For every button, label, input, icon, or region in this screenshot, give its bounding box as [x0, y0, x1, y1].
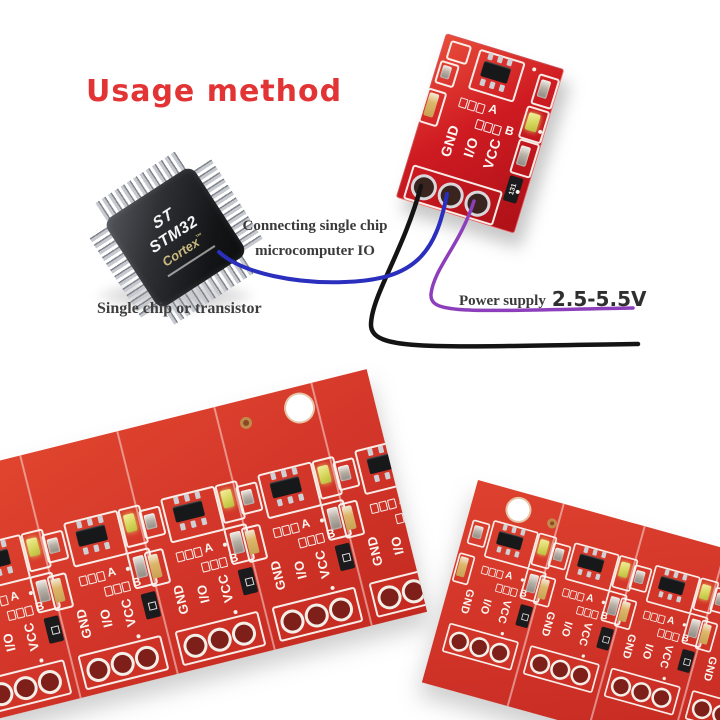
pin-label-gnd: GND: [700, 655, 720, 684]
resistor-marking: [50, 625, 60, 636]
jumper-a-label: A: [105, 564, 118, 580]
page-title: Usage method: [86, 74, 343, 109]
pin-label-gnd: GND: [363, 534, 386, 568]
pin-label-gnd: GND: [169, 582, 192, 616]
jumper-a-label: A: [8, 588, 21, 604]
via-dot: [39, 658, 44, 663]
jumper-pad: [403, 510, 414, 523]
pin-label-io: I/O: [193, 582, 213, 605]
pin-label-io: I/O: [0, 631, 19, 654]
pin-hole-vcc: [423, 570, 428, 600]
pin-label-vcc: VCC: [311, 548, 334, 580]
jumper-pad: [95, 570, 107, 583]
via-dot: [500, 631, 505, 636]
jumper-a-label: A: [202, 539, 215, 556]
via-dot: [515, 189, 521, 195]
jumper-a-label: A: [665, 613, 677, 627]
module-row: A B GND I/O VCC: [428, 514, 720, 720]
resistor-marking: [601, 635, 610, 644]
touch-module: A B GND I/O VCC 131: [395, 33, 565, 234]
jumper-pad: [495, 569, 504, 580]
via-dot: [330, 585, 335, 591]
pin-label-vcc: VCC: [495, 598, 515, 626]
ic-pin: [388, 442, 395, 451]
mounting-hole: [502, 493, 535, 526]
jumper-pad: [0, 594, 9, 607]
via-dot: [136, 633, 141, 639]
via-dot: [233, 609, 238, 615]
pin-label-vcc: VCC: [408, 524, 428, 556]
jumper-pad: [192, 546, 204, 559]
via-dot: [416, 493, 422, 499]
jumper-b-label: B: [421, 501, 428, 518]
capacitor: [423, 482, 428, 507]
ic-pin: [394, 469, 402, 478]
jumper-pad: [475, 102, 486, 115]
pin-label-gnd: GND: [266, 558, 289, 592]
fiducial-hole: [238, 415, 254, 431]
power-label: Power supply: [459, 293, 546, 309]
pcb-panel-left: A B GND I/O VCC: [0, 369, 428, 720]
pin-label-io: I/O: [387, 534, 407, 557]
jumper-a-label: A: [504, 568, 515, 582]
jumper-a-label: A: [396, 491, 409, 508]
jumper-pad: [576, 591, 585, 602]
pin-label-vcc: VCC: [117, 596, 140, 629]
resistor-marking: [520, 613, 529, 622]
resistor: 131: [502, 175, 524, 204]
pin-label-gnd: GND: [72, 607, 95, 641]
chip-caption: Single chip or transistor: [97, 300, 262, 317]
module-row: A B GND I/O VCC: [0, 431, 428, 720]
jumper-a-label: A: [486, 101, 500, 118]
jumper-b-label: B: [503, 122, 516, 139]
jumper-pad: [657, 614, 666, 625]
jumper-pad: [412, 508, 423, 521]
resistor-marking: [147, 601, 157, 611]
via-dot: [662, 676, 667, 681]
via-dot: [581, 653, 586, 659]
led-outline: [408, 431, 428, 476]
pin-label-vcc: VCC: [479, 136, 504, 171]
pin-label-gnd: GND: [539, 610, 558, 639]
resistor-marking: [682, 657, 691, 667]
jumper-pad: [386, 498, 398, 510]
jumper-pad: [289, 522, 301, 535]
via-dot: [531, 66, 537, 72]
pcb-panel-right: A B GND I/O VCC: [421, 480, 720, 720]
pin-label-io: I/O: [290, 558, 310, 581]
jumper-a-label: A: [585, 591, 596, 605]
power-value: 2.5-5.5V: [551, 287, 647, 311]
pin-label-io: I/O: [558, 620, 576, 639]
io-annotation-line2: microcomputer IO: [255, 243, 375, 259]
pin-label-io: I/O: [477, 597, 495, 617]
pin-label-vcc: VCC: [576, 621, 596, 648]
pin-label-vcc: VCC: [657, 643, 677, 671]
pin-label-vcc: VCC: [214, 572, 237, 605]
power-annotation: Power supply 2.5-5.5V: [459, 286, 647, 311]
jumper-a-label: A: [299, 515, 312, 532]
io-annotation: Connecting single chip microcomputer IO: [234, 218, 396, 260]
pin-label-vcc: VCC: [20, 620, 43, 653]
pin-label-gnd: GND: [458, 587, 478, 616]
capacitor-outline: [417, 474, 428, 518]
pin-label-gnd: GND: [619, 632, 639, 661]
led: [413, 440, 428, 461]
io-annotation-line1: Connecting single chip: [242, 218, 388, 234]
resistor-marking: [244, 577, 254, 587]
pin-label-io: I/O: [639, 642, 657, 662]
pin-label-io: I/O: [96, 607, 116, 630]
resistor-marking: [341, 552, 351, 563]
